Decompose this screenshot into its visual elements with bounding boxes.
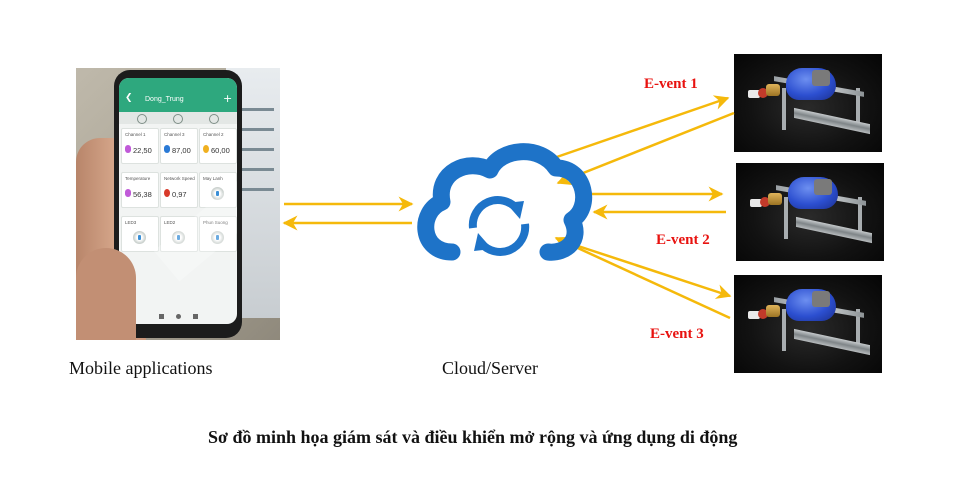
thumb [76, 248, 136, 340]
diagram-caption: Sơ đồ minh họa giám sát và điều khiển mở… [208, 427, 738, 447]
cloud-caption: Cloud/Server [442, 358, 538, 378]
ventilator-photo-2 [736, 163, 884, 261]
widget-card: Channel 1 22,50 [121, 128, 159, 164]
sun-icon [203, 145, 209, 153]
event-label-2: E-vent 2 [656, 232, 710, 248]
arrow-icon [577, 244, 732, 299]
widget-card[interactable]: LED2 [160, 216, 198, 252]
add-icon: + [223, 92, 233, 105]
toggle-button-icon[interactable] [133, 231, 146, 244]
smartphone: ❮ Dong_Trung + Channel 1 22,50 Channel 3… [114, 70, 242, 338]
widget-card: Network Speed 0,97 [160, 172, 198, 208]
widget-card[interactable]: May Lanh [199, 172, 237, 208]
arrow-icon [556, 111, 735, 185]
widget-value: 87,00 [172, 146, 191, 155]
ventilator-photo-1 [734, 54, 882, 152]
tab-icon [173, 114, 183, 124]
widget-card: Channel 3 87,00 [160, 128, 198, 164]
toggle-button-icon[interactable] [211, 231, 224, 244]
widget-value: 60,00 [211, 146, 230, 155]
cloud-sync-icon [417, 143, 593, 261]
phone-screen: ❮ Dong_Trung + Channel 1 22,50 Channel 3… [119, 78, 237, 324]
arrow-icon [554, 236, 731, 320]
widget-label: Temperature [125, 176, 151, 181]
toggle-button-icon[interactable] [172, 231, 185, 244]
widget-label: LED3 [125, 220, 137, 225]
widget-label: Channel 3 [164, 132, 185, 137]
widget-card: Channel 2 60,00 [199, 128, 237, 164]
arrow-icon [547, 95, 730, 162]
event-label-3: E-vent 3 [650, 326, 704, 342]
mobile-app-photo: ❮ Dong_Trung + Channel 1 22,50 Channel 3… [76, 68, 280, 340]
widget-label: Channel 2 [203, 132, 224, 137]
mobile-caption: Mobile applications [69, 358, 213, 378]
widget-label: Phun Suong [203, 220, 228, 225]
app-tabs [119, 112, 237, 124]
app-header: ❮ Dong_Trung + [119, 78, 237, 112]
back-arrow-icon: ❮ [125, 93, 133, 103]
speedometer-icon [164, 189, 170, 197]
phone-nav-bar [159, 314, 199, 320]
widget-value: 0,97 [172, 190, 187, 199]
ventilator-photo-3 [734, 275, 882, 373]
widget-card[interactable]: Phun Suong [199, 216, 237, 252]
thermometer-icon [125, 189, 131, 197]
widget-label: May Lanh [203, 176, 223, 181]
app-title: Dong_Trung [145, 96, 184, 103]
thermometer-icon [125, 145, 131, 153]
widget-card[interactable]: LED3 [121, 216, 159, 252]
widget-card: Temperature 56,38 [121, 172, 159, 208]
water-drop-icon [164, 145, 170, 153]
widget-label: Channel 1 [125, 132, 146, 137]
widget-label: LED2 [164, 220, 176, 225]
widget-label: Network Speed [164, 176, 195, 181]
event-label-1: E-vent 1 [644, 76, 698, 92]
tab-icon [137, 114, 147, 124]
widget-value: 56,38 [133, 190, 152, 199]
tab-icon [209, 114, 219, 124]
widget-value: 22,50 [133, 146, 152, 155]
toggle-button-icon[interactable] [211, 187, 224, 200]
